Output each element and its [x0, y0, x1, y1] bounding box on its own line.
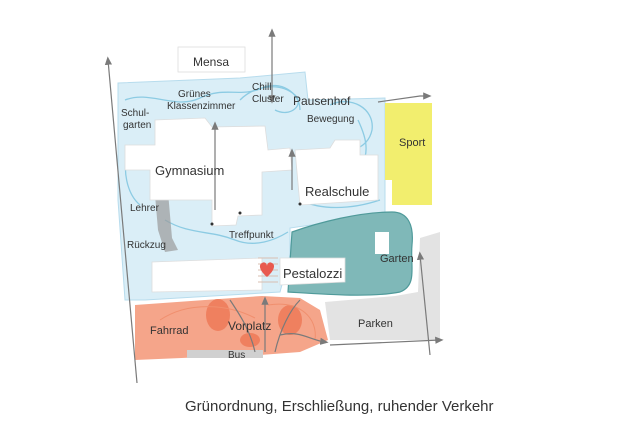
parking-area [325, 232, 440, 340]
label-chill: Chill [252, 82, 271, 93]
garden-court [375, 232, 389, 254]
bus-strip [187, 350, 263, 358]
buildings [124, 46, 379, 293]
label-fahrrad: Fahrrad [150, 325, 189, 337]
heart-icon [259, 262, 275, 277]
building-mensa [177, 46, 246, 73]
caption: Grünordnung, Erschließung, ruhender Verk… [185, 398, 494, 415]
label-lehrer: Lehrer [130, 203, 160, 214]
label-realschule: Realschule [305, 184, 369, 199]
label-klassenzimmer: Klassenzimmer [167, 101, 236, 112]
label-parken: Parken [358, 318, 393, 330]
label-mensa: Mensa [193, 55, 229, 69]
label-bewegung: Bewegung [307, 114, 354, 125]
circulation-arrows [104, 28, 444, 384]
label-pestalozzi: Pestalozzi [283, 266, 342, 281]
label-schul: Schul- [121, 108, 149, 119]
vorplatz-blobs [206, 299, 302, 347]
label-vorplatz: Vorplatz [228, 319, 271, 333]
label-bus: Bus [228, 350, 245, 361]
label-sport: Sport [399, 137, 425, 149]
building-gymnasium [124, 117, 293, 227]
label-gymnasium: Gymnasium [155, 163, 224, 178]
label-pausenhof: Pausenhof [293, 94, 351, 108]
building-pestalozzi [151, 257, 346, 293]
lehrer-strip [155, 192, 178, 252]
label-treffpunkt: Treffpunkt [229, 230, 274, 241]
building-realschule [294, 139, 379, 206]
entrance-dots [210, 202, 302, 226]
label-rueckzug: Rückzug [127, 240, 166, 251]
label-cluster: Cluster [252, 94, 284, 105]
label-gruenes: Grünes [178, 89, 211, 100]
label-garten: Garten [380, 253, 414, 265]
sport-field [385, 103, 432, 205]
vorplatz-area [135, 296, 328, 360]
label-garten-schul: garten [123, 120, 151, 131]
